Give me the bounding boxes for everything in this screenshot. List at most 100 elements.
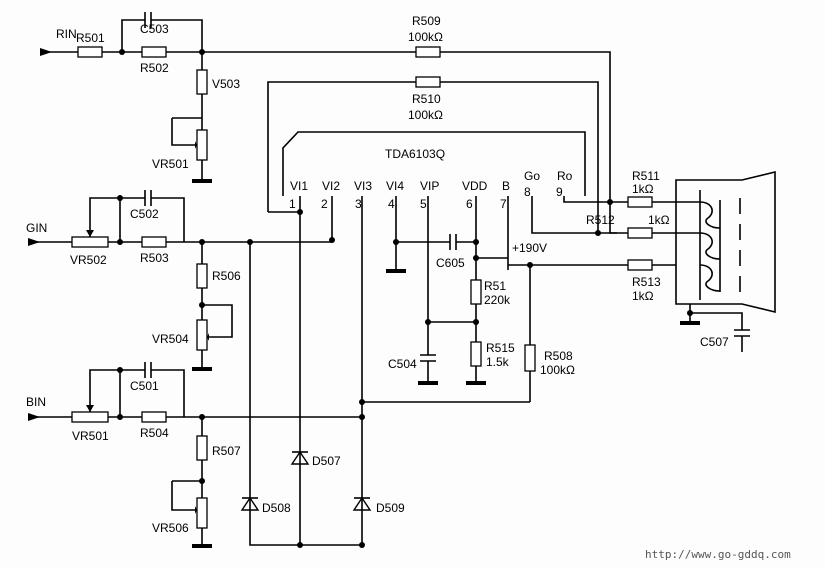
label-r515: R515 (486, 341, 515, 355)
feedback-resistors: R509 100kΩ R510 100kΩ (267, 14, 599, 233)
label-vr502: VR502 (70, 253, 107, 267)
green-channel: GIN C502 VR502 R503 R506 VR504 (26, 190, 332, 371)
resistor-r509 (415, 46, 441, 58)
ic-pin-7-num: 7 (500, 197, 507, 211)
label-r515-value: 1.5k (486, 355, 510, 369)
resistor-r504 (141, 411, 167, 423)
capacitor-c502 (144, 190, 152, 206)
pot-vr501-red (196, 129, 208, 161)
resistor-r502 (141, 46, 167, 58)
label-vr506: VR506 (152, 521, 189, 535)
resistor-r503 (141, 236, 167, 248)
label-gin: GIN (26, 221, 47, 235)
resistor-r512 (627, 227, 653, 239)
label-d509: D509 (376, 501, 405, 515)
ic-pin-5-label: VIP (420, 179, 439, 193)
ic-pin-wires: C605 C504 R51 220k R515 1.5k +190V R508 … (268, 196, 700, 545)
watermark-url: http://www.go-gddq.com (645, 548, 791, 561)
output-stage: R511 1kΩ R512 1kΩ R513 1kΩ (586, 169, 670, 303)
label-c503: C503 (140, 22, 169, 36)
ic-pin-8-num: 8 (524, 185, 531, 199)
label-c605: C605 (436, 256, 465, 270)
resistor-v503 (196, 69, 208, 95)
pot-vr502 (71, 236, 109, 248)
label-supply: +190V (512, 241, 547, 255)
diode-d508 (240, 496, 260, 511)
label-vr501-red: VR501 (152, 157, 189, 171)
label-r510: R510 (412, 92, 441, 106)
label-d507: D507 (312, 454, 341, 468)
label-rin: RIN (56, 27, 77, 41)
resistor-r510 (415, 76, 441, 88)
ic-pin-9-label: Ro (557, 169, 573, 183)
label-r511-value: 1kΩ (632, 182, 654, 196)
diode-d509 (352, 496, 372, 511)
ic-pin-6-label: VDD (462, 179, 488, 193)
ic-pin-8-label: Go (524, 169, 540, 183)
pot-vr504 (196, 319, 208, 351)
capacitor-c507 (734, 329, 750, 337)
resistor-r515 (470, 341, 482, 367)
label-r504: R504 (140, 426, 169, 440)
label-r506: R506 (212, 269, 241, 283)
label-r502: R502 (140, 61, 169, 75)
ic-pin-2-num: 2 (321, 197, 328, 211)
label-r512: R512 (586, 213, 615, 227)
pot-vr501-blue (71, 411, 109, 423)
ic-pin-5-num: 5 (420, 197, 427, 211)
label-r514: R51 (484, 279, 506, 293)
ic-tda6103q: TDA6103Q VI1 VI2 VI3 VI4 VIP VDD B Go Ro… (282, 131, 586, 211)
ic-pin-4-num: 4 (388, 197, 395, 211)
label-v503: V503 (212, 77, 240, 91)
pot-vr506 (196, 497, 208, 529)
label-r508-value: 100kΩ (540, 363, 575, 377)
label-r511: R511 (632, 169, 660, 183)
ic-pin-7-label: B (502, 179, 510, 193)
label-vr504: VR504 (152, 332, 189, 346)
clamp-diodes: D508 D507 D509 (240, 242, 405, 548)
label-r501: R501 (76, 31, 105, 45)
label-c501: C501 (130, 379, 159, 393)
resistor-r501 (77, 46, 103, 58)
label-r513-value: 1kΩ (632, 289, 654, 303)
label-r503: R503 (140, 251, 169, 265)
capacitor-c503 (144, 12, 152, 28)
capacitor-c504 (420, 354, 436, 362)
label-r509-value: 100kΩ (408, 30, 443, 44)
red-channel: RIN R501 C503 R502 V503 VR501 (40, 12, 617, 234)
label-r514-value: 220k (484, 293, 511, 307)
capacitor-c605 (449, 234, 457, 250)
resistor-r513 (627, 259, 653, 271)
ic-pin-9-num: 9 (556, 185, 563, 199)
resistor-r507 (196, 435, 208, 461)
diode-d507 (290, 450, 310, 465)
label-vr501-blue: VR501 (72, 429, 109, 443)
capacitor-c501 (144, 362, 152, 378)
label-r510-value: 100kΩ (408, 108, 443, 122)
ic-pin-3-label: VI3 (354, 179, 372, 193)
resistor-r511 (627, 196, 653, 208)
label-bin: BIN (26, 395, 46, 409)
ic-pin-3-num: 3 (355, 197, 362, 211)
ic-pin-4-label: VI4 (386, 179, 404, 193)
label-c504: C504 (388, 357, 417, 371)
ic-pin-2-label: VI2 (322, 179, 340, 193)
ic-pin-1-num: 1 (289, 197, 296, 211)
label-r507: R507 (212, 444, 241, 458)
label-r509: R509 (412, 14, 441, 28)
resistor-r508 (524, 344, 536, 372)
blue-channel: BIN C501 VR501 R504 R507 VR506 (26, 362, 365, 548)
label-c507: C507 (700, 335, 729, 349)
ic-name: TDA6103Q (385, 147, 445, 161)
label-r508: R508 (544, 349, 573, 363)
resistor-r506 (196, 263, 208, 289)
crt-tube: C507 (675, 170, 776, 352)
resistor-r514 (470, 279, 482, 305)
ic-pin-6-num: 6 (466, 197, 473, 211)
label-d508: D508 (262, 501, 291, 515)
label-c502: C502 (130, 207, 159, 221)
label-r513: R513 (632, 275, 661, 289)
label-r512-value: 1kΩ (648, 213, 670, 227)
